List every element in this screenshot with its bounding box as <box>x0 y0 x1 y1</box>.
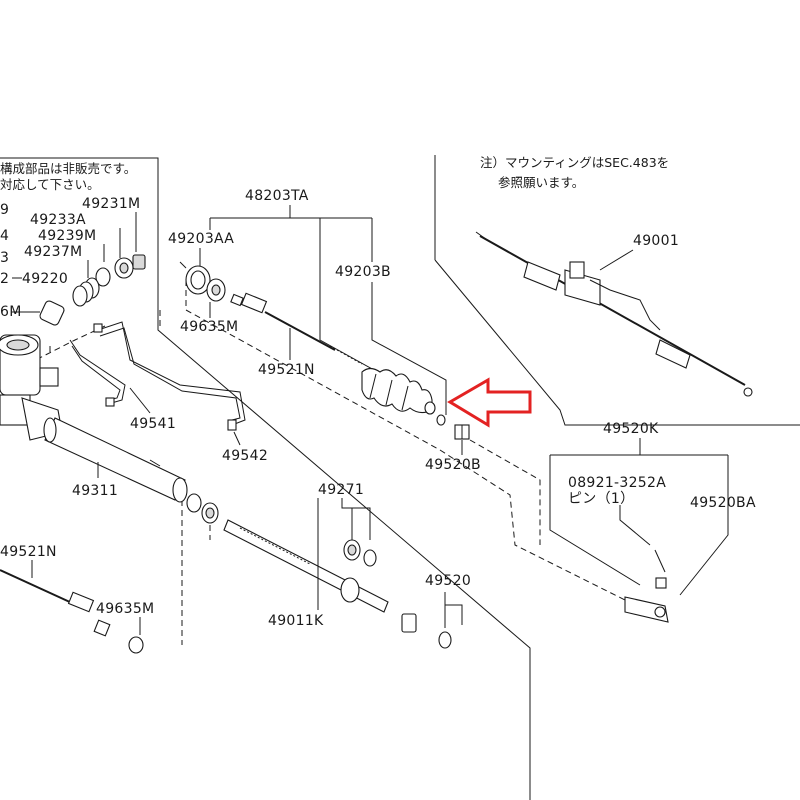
label-6m: 6M <box>0 304 22 320</box>
o-ring-part <box>436 414 446 426</box>
label-49520k: 49520K <box>603 421 659 437</box>
highlight-arrow-icon <box>447 377 532 428</box>
note-left: 構成部品は非販売です。 対応して下さい。 <box>0 161 136 192</box>
label-49011k: 49011K <box>268 613 324 629</box>
rack-housing-part <box>43 417 188 503</box>
label-48203ta: 48203TA <box>245 188 309 204</box>
label-49220: 49220 <box>22 271 68 287</box>
label-49239m: 49239M <box>38 228 96 244</box>
boot-bellows-part <box>361 367 436 415</box>
note-right-line1: 注）マウンティングはSEC.483を <box>480 155 669 170</box>
frame-lines <box>0 155 800 800</box>
tie-rod-end-part <box>624 549 669 623</box>
note-left-line1: 構成部品は非販売です。 <box>0 161 136 176</box>
label-49541: 49541 <box>130 416 176 432</box>
label-49521n-top: 49521N <box>258 362 315 378</box>
bushing-part <box>343 539 377 567</box>
note-right-line2: 参照願います。 <box>498 175 584 190</box>
gear-housing-part <box>0 334 63 441</box>
label-49542: 49542 <box>222 448 268 464</box>
hydraulic-pipes-part <box>69 321 246 431</box>
lock-nut-part <box>454 424 470 440</box>
rack-bar-part <box>186 493 417 633</box>
label-49231m: 49231M <box>82 196 140 212</box>
valve-seal-group: 49231M 49233A 49239M 49237M 49220 9 4 3 … <box>0 196 146 441</box>
note-left-line2: 対応して下さい。 <box>0 177 100 192</box>
complete-rack-assembly-part <box>475 231 753 397</box>
label-2: 2 <box>0 271 9 287</box>
label-49635m-top: 49635M <box>180 319 238 335</box>
label-3: 3 <box>0 250 9 266</box>
label-9: 9 <box>0 202 9 218</box>
label-49520: 49520 <box>425 573 471 589</box>
washer-bottom-part <box>128 636 144 654</box>
label-49520b: 49520B <box>425 457 481 473</box>
seal-stack-part <box>39 254 146 326</box>
label-49203aa: 49203AA <box>168 231 234 247</box>
label-pin: ピン（1） <box>568 491 634 507</box>
boot-kit-group: 48203TA 49203AA 49203B 49635M 49521N <box>168 188 481 473</box>
label-4: 4 <box>0 228 9 244</box>
label-49233a: 49233A <box>30 212 86 228</box>
inner-tie-rod-bottom-part <box>0 569 111 637</box>
label-49001: 49001 <box>633 233 679 249</box>
label-49237m: 49237M <box>24 244 82 260</box>
note-right: 注）マウンティングはSEC.483を 参照願います。 <box>480 155 669 190</box>
label-49311: 49311 <box>72 483 118 499</box>
label-49635m-bottom: 49635M <box>96 601 154 617</box>
inner-tie-rod-part <box>230 292 363 365</box>
label-08921: 08921-3252A <box>568 475 666 491</box>
label-49520ba: 49520BA <box>690 495 756 511</box>
label-49271: 49271 <box>318 482 364 498</box>
label-49203b: 49203B <box>335 264 391 280</box>
label-49521n-bottom: 49521N <box>0 544 57 560</box>
seal-49520-part <box>438 631 452 649</box>
